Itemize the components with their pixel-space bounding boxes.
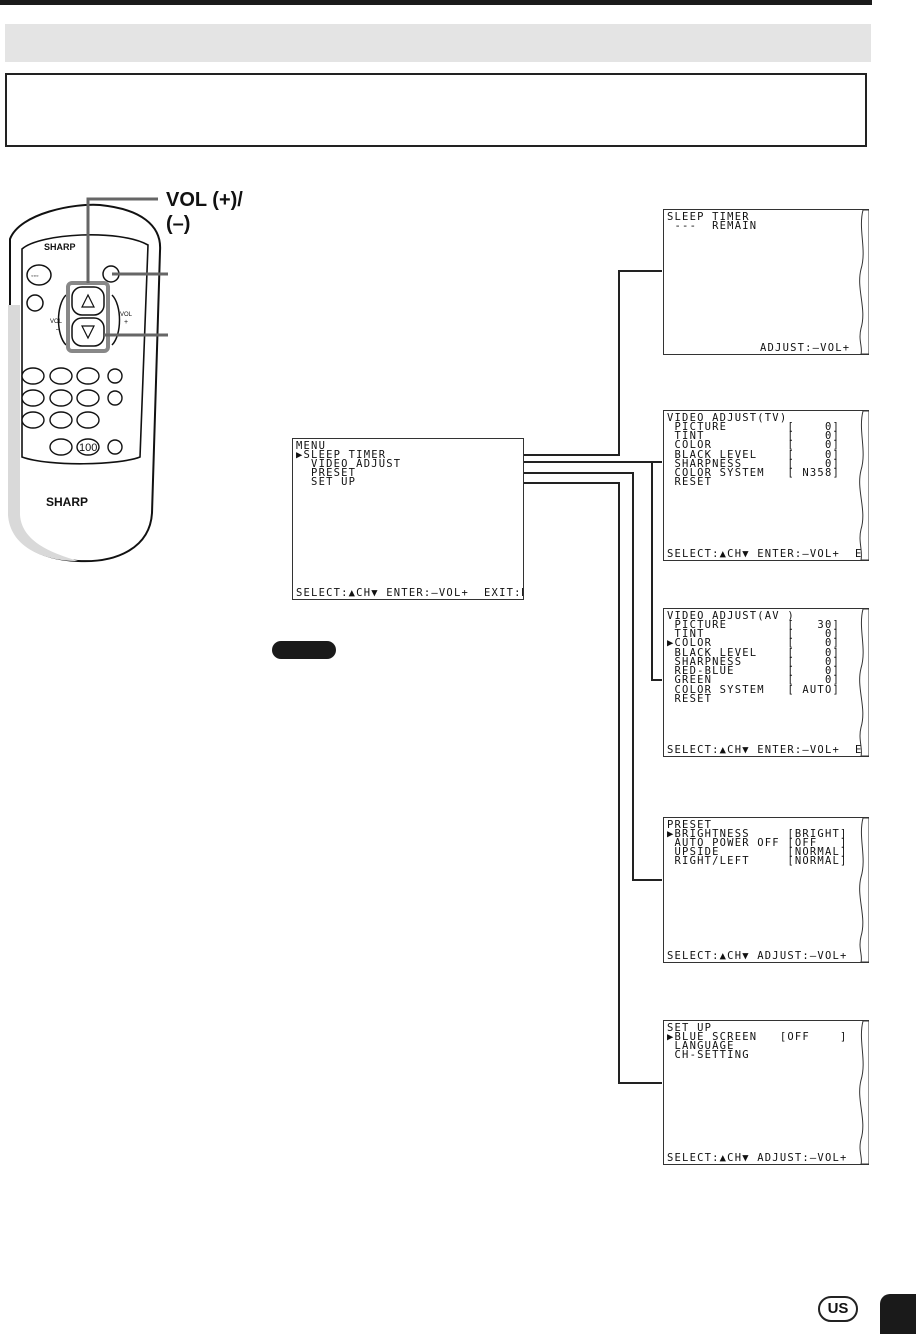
video-adjust-av-screen: VIDEO ADJUST(AV ) PICTURE [ 30] TINT [ 0… (663, 608, 869, 757)
video-tv-picture: PICTURE [ 0] (667, 421, 840, 433)
video-av-tint: TINT [ 0] (667, 628, 840, 640)
menu-screen: MENU ▶SLEEP TIMER VIDEO ADJUST PRESET SE… (292, 438, 524, 600)
set-up-footer: SELECT:▲CH▼ ADJUST:–VOL+ E (667, 1152, 869, 1164)
svg-text:+: + (124, 319, 128, 326)
connector-video-av (431, 461, 662, 681)
video-tv-title: VIDEO ADJUST(TV) (667, 412, 788, 424)
svg-text:–: – (56, 326, 60, 333)
menu-item-preset[interactable]: PRESET (296, 467, 357, 479)
menu-item-set-up[interactable]: SET UP (296, 476, 357, 488)
preset-right-left: RIGHT/LEFT [NORMAL] (667, 855, 848, 867)
video-av-black-level: BLACK LEVEL [ 0] (667, 647, 840, 659)
menu-title: MENU (296, 440, 327, 452)
video-av-red-blue: RED-BLUE [ 0] (667, 665, 840, 677)
remote-control-illustration: SHARP ◦◦◦ VOL – VOL + 100 SHARP (8, 197, 168, 563)
video-av-picture: PICTURE [ 30] (667, 619, 840, 631)
region-badge: US (818, 1296, 858, 1322)
preset-auto-power-off: AUTO POWER OFF [OFF ] (667, 837, 848, 849)
svg-text:SHARP: SHARP (46, 495, 88, 509)
menu-footer: SELECT:▲CH▼ ENTER:–VOL+ EXIT:MENU (296, 587, 523, 599)
video-av-color-system: COLOR SYSTEM [ AUTO] (667, 684, 840, 696)
video-av-green: GREEN [ 0] (667, 674, 840, 686)
video-av-reset: RESET (667, 693, 713, 705)
video-tv-reset: RESET (667, 476, 713, 488)
video-av-title: VIDEO ADJUST(AV ) (667, 610, 795, 622)
video-tv-tint: TINT [ 0] (667, 430, 840, 442)
vol-callout-label: VOL (+)/ (–) (166, 188, 243, 236)
video-tv-sharpness: SHARPNESS [ 0] (667, 458, 840, 470)
svg-text:SHARP: SHARP (44, 242, 76, 252)
screen-torn-edge (859, 210, 869, 354)
set-up-screen: SET UP ▶BLUE SCREEN [OFF ] LANGUAGE CH-S… (663, 1020, 869, 1165)
menu-item-sleep-timer[interactable]: ▶SLEEP TIMER (296, 449, 387, 461)
video-tv-color: COLOR [ 0] (667, 439, 840, 451)
menu-item-video-adjust[interactable]: VIDEO ADJUST (296, 458, 402, 470)
screen-torn-edge (859, 609, 869, 756)
video-av-footer: SELECT:▲CH▼ ENTER:–VOL+ EXI (667, 744, 869, 756)
sleep-timer-remain: --- REMAIN (667, 220, 758, 232)
connector-sleep-timer (431, 270, 662, 456)
note-pill (272, 641, 336, 659)
screen-torn-edge (859, 411, 869, 560)
vol-callout-line2: (–) (166, 213, 191, 235)
vol-callout-line1: VOL (+)/ (166, 189, 243, 211)
video-tv-footer: SELECT:▲CH▼ ENTER:–VOL+ EXI (667, 548, 869, 560)
section-header-band (5, 24, 871, 62)
page-tab (880, 1294, 916, 1334)
video-av-sharpness: SHARPNESS [ 0] (667, 656, 840, 668)
sleep-timer-screen: SLEEP TIMER --- REMAIN ADJUST:–VOL+ E (663, 209, 869, 355)
svg-text:VOL: VOL (50, 319, 63, 325)
preset-title: PRESET (667, 819, 713, 831)
screen-torn-edge (859, 818, 869, 962)
svg-text:VOL: VOL (120, 312, 133, 318)
video-tv-color-system: COLOR SYSTEM [ N358] (667, 467, 840, 479)
set-up-blue-screen: ▶BLUE SCREEN [OFF ] (667, 1031, 848, 1043)
sleep-timer-title: SLEEP TIMER (667, 211, 750, 223)
video-adjust-tv-screen: VIDEO ADJUST(TV) PICTURE [ 0] TINT [ 0] … (663, 410, 869, 561)
preset-brightness: ▶BRIGHTNESS [BRIGHT] (667, 828, 848, 840)
screen-torn-edge (859, 1021, 869, 1164)
set-up-ch-setting: CH-SETTING (667, 1049, 750, 1061)
preset-footer: SELECT:▲CH▼ ADJUST:–VOL+ E (667, 950, 869, 962)
preset-screen: PRESET ▶BRIGHTNESS [BRIGHT] AUTO POWER O… (663, 817, 869, 963)
set-up-language: LANGUAGE (667, 1040, 735, 1052)
top-rule (0, 0, 872, 5)
preset-upside: UPSIDE [NORMAL] (667, 846, 848, 858)
set-up-title: SET UP (667, 1022, 713, 1034)
sleep-timer-footer: ADJUST:–VOL+ E (760, 342, 869, 354)
video-tv-black-level: BLACK LEVEL [ 0] (667, 449, 840, 461)
video-av-color: ▶COLOR [ 0] (667, 637, 840, 649)
svg-text:◦◦◦: ◦◦◦ (31, 273, 38, 280)
intro-box (5, 73, 867, 147)
svg-text:100: 100 (79, 442, 97, 454)
